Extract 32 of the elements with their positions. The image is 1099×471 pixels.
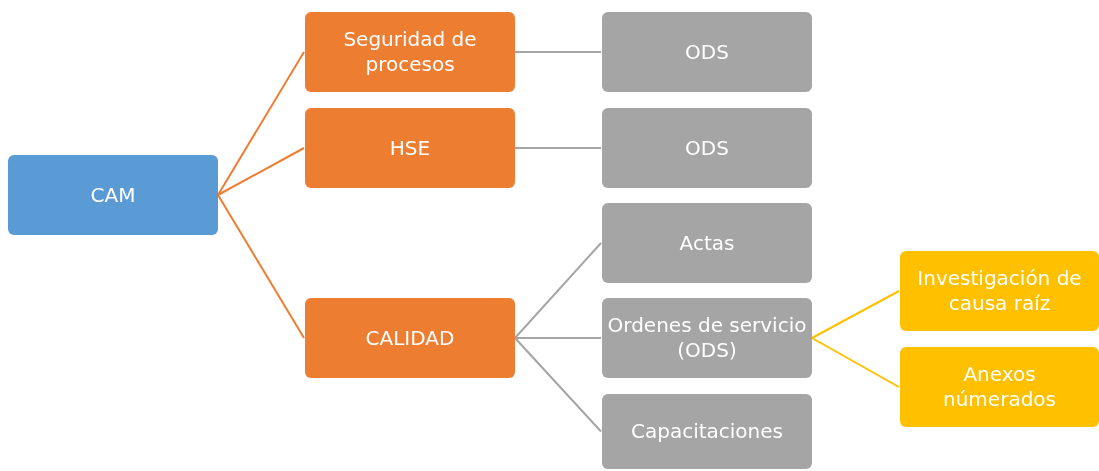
connector-line	[811, 337, 900, 388]
process-box	[305, 12, 515, 92]
connector-line	[514, 242, 602, 339]
node-label: CAM	[90, 182, 136, 208]
connector-line	[811, 290, 900, 339]
connector-line	[514, 51, 602, 53]
node-label: HSE	[389, 135, 431, 161]
process-box	[305, 298, 515, 378]
connector-line	[514, 337, 602, 339]
node-label: Seguridad de procesos	[342, 27, 478, 77]
node-label: Actas	[679, 230, 735, 256]
node-label: Anexos númerados	[942, 362, 1057, 412]
process-box	[602, 394, 812, 469]
process-box	[8, 155, 218, 235]
connector-line	[514, 337, 602, 433]
connector-line	[217, 194, 305, 339]
process-box	[900, 251, 1099, 331]
process-box	[602, 203, 812, 283]
process-box	[305, 108, 515, 188]
process-box	[900, 347, 1099, 427]
process-box	[602, 298, 812, 378]
node-label: Capacitaciones	[631, 419, 783, 444]
connector-line	[217, 51, 305, 196]
node-label: Ordenes de servicio (ODS)	[606, 313, 808, 363]
node-label: Investigación de causa raíz	[916, 266, 1083, 316]
connector-line	[217, 147, 305, 196]
process-box	[602, 12, 812, 92]
node-label: CALIDAD	[365, 325, 455, 351]
process-box	[602, 108, 812, 188]
node-label: ODS	[685, 39, 729, 65]
connector-line	[514, 147, 602, 149]
node-label: ODS	[685, 135, 729, 161]
